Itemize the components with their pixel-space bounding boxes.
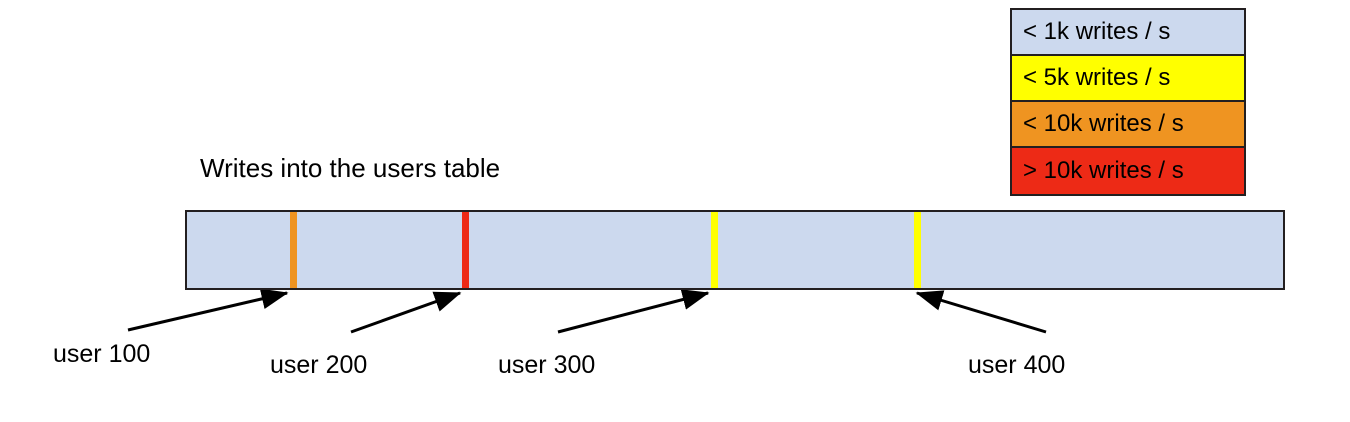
legend-item-over-10k: > 10k writes / s <box>1012 148 1244 194</box>
write-hotspot-marker-user-200 <box>462 212 469 288</box>
leader-line-user-100 <box>127 288 289 332</box>
legend-label-under-5k: < 5k writes / s <box>1023 64 1171 91</box>
leader-line-user-200 <box>350 291 462 334</box>
callout-label-user-400: user 400 <box>968 351 1066 379</box>
write-hotspot-marker-user-300 <box>711 212 718 288</box>
write-rate-legend: < 1k writes / s < 5k writes / s < 10k wr… <box>1010 8 1246 196</box>
leader-line-user-400 <box>915 290 1047 334</box>
legend-label-over-10k: > 10k writes / s <box>1023 157 1184 184</box>
write-hotspot-marker-user-400 <box>914 212 921 288</box>
legend-item-under-1k: < 1k writes / s <box>1012 10 1244 56</box>
callout-label-user-200: user 200 <box>270 351 368 379</box>
legend-label-under-10k: < 10k writes / s <box>1023 110 1184 137</box>
leader-line-user-300 <box>557 289 710 334</box>
callout-label-user-100: user 100 <box>53 340 151 368</box>
callout-label-user-300: user 300 <box>498 351 596 379</box>
legend-item-under-10k: < 10k writes / s <box>1012 102 1244 148</box>
page-title: Writes into the users table <box>200 153 501 183</box>
write-hotspot-marker-user-100 <box>290 212 297 288</box>
users-table-keyspace-bar <box>185 210 1285 290</box>
legend-label-under-1k: < 1k writes / s <box>1023 18 1171 45</box>
legend-item-under-5k: < 5k writes / s <box>1012 56 1244 102</box>
